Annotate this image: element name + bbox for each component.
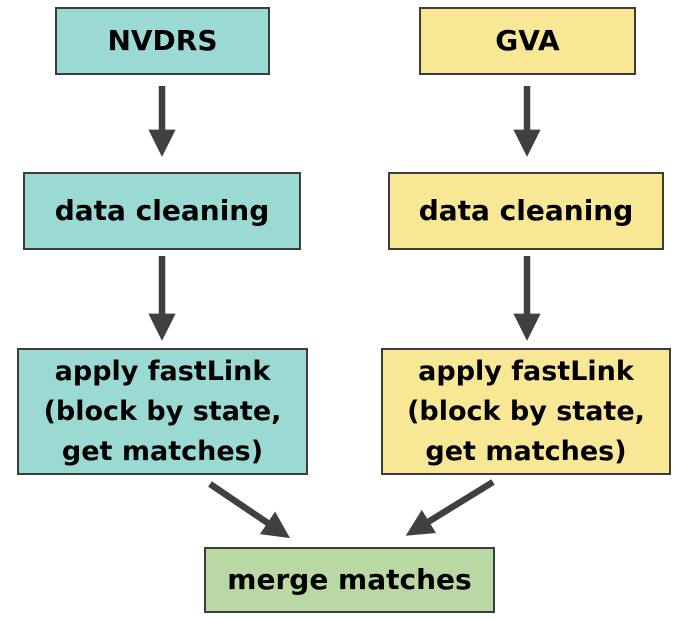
arrow-fastlink-left-to-merge bbox=[208, 481, 291, 539]
node-data-cleaning-nvdrs: data cleaning bbox=[23, 172, 301, 250]
node-merge-matches: merge matches bbox=[204, 547, 495, 613]
node-fastlink-nvdrs: apply fastLink (block by state, get matc… bbox=[17, 348, 308, 475]
node-data-cleaning-gva-label: data cleaning bbox=[418, 194, 634, 227]
node-merge-matches-label: merge matches bbox=[227, 563, 472, 596]
node-fastlink-nvdrs-line1: apply fastLink bbox=[54, 355, 271, 387]
node-fastlink-gva-line2: (block by state, bbox=[407, 395, 645, 427]
node-nvdrs-label: NVDRS bbox=[107, 24, 218, 57]
arrow-fastlink-right-to-merge bbox=[405, 479, 495, 536]
node-nvdrs: NVDRS bbox=[55, 7, 270, 75]
node-fastlink-gva: apply fastLink (block by state, get matc… bbox=[381, 348, 671, 475]
node-data-cleaning-nvdrs-label: data cleaning bbox=[54, 194, 270, 227]
node-data-cleaning-gva: data cleaning bbox=[388, 172, 664, 250]
node-fastlink-nvdrs-line3: get matches) bbox=[61, 435, 264, 467]
node-gva: GVA bbox=[419, 7, 636, 75]
node-gva-label: GVA bbox=[495, 24, 560, 57]
node-fastlink-nvdrs-line2: (block by state, bbox=[43, 395, 282, 427]
node-fastlink-gva-line3: get matches) bbox=[425, 435, 627, 467]
node-fastlink-gva-line1: apply fastLink bbox=[418, 355, 634, 387]
